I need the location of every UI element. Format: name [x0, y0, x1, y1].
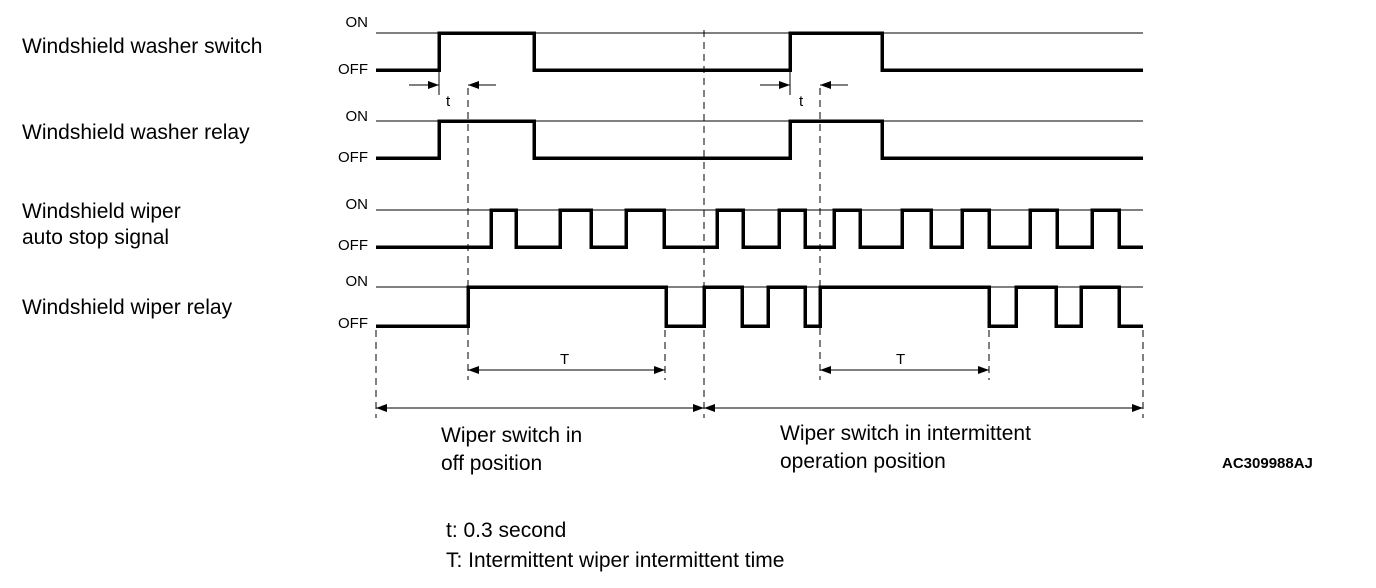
period-label-T: T — [896, 351, 906, 368]
state-on-label: ON — [345, 108, 369, 125]
span-label-intermittent-position: Wiper switch in intermittent operation p… — [780, 422, 1031, 473]
arrowhead — [704, 404, 715, 412]
legend-item-T: T: Intermittent wiper intermittent time — [446, 549, 785, 572]
state-on-label: ON — [345, 273, 369, 290]
signal-label-washer-switch: Windshield washer switch — [22, 35, 263, 58]
delay-label-t: t — [446, 93, 451, 110]
state-off-label: OFF — [338, 61, 368, 78]
arrowhead — [376, 404, 387, 412]
dimension-arrows — [376, 72, 1143, 412]
waveform-washer-relay — [376, 119, 1143, 160]
delay-label-t: t — [799, 93, 804, 110]
arrowhead — [468, 81, 479, 89]
state-off-label: OFF — [338, 149, 368, 166]
figure-code: AC309988AJ — [1222, 455, 1313, 472]
arrowhead — [693, 404, 704, 412]
arrowhead — [468, 366, 479, 374]
legend-item-t: t: 0.3 second — [446, 519, 567, 542]
span-label-off-position: Wiper switch in off position — [441, 424, 583, 475]
state-off-label: OFF — [338, 315, 368, 332]
waveform-washer-switch — [376, 31, 1143, 72]
state-on-label: ON — [345, 14, 369, 31]
signal-label-wiper-relay: Windshield wiper relay — [22, 296, 233, 319]
arrowhead — [1132, 404, 1143, 412]
arrowhead — [820, 366, 831, 374]
arrowhead — [428, 81, 439, 89]
timing-guides — [375, 30, 1144, 418]
period-label-T: T — [560, 351, 570, 368]
signal-label-washer-relay: Windshield washer relay — [22, 121, 250, 144]
signal-label-auto-stop: Windshield wiper auto stop signal — [22, 200, 181, 249]
waveform-auto-stop — [376, 208, 1143, 249]
state-off-label: OFF — [338, 237, 368, 254]
legend: t: 0.3 second T: Intermittent wiper inte… — [446, 516, 784, 576]
arrowhead — [779, 81, 790, 89]
waveforms — [376, 31, 1143, 328]
arrowhead — [978, 366, 989, 374]
arrowhead — [820, 81, 831, 89]
waveform-wiper-relay — [376, 285, 1143, 328]
arrowhead — [654, 366, 665, 374]
state-on-label: ON — [345, 196, 369, 213]
